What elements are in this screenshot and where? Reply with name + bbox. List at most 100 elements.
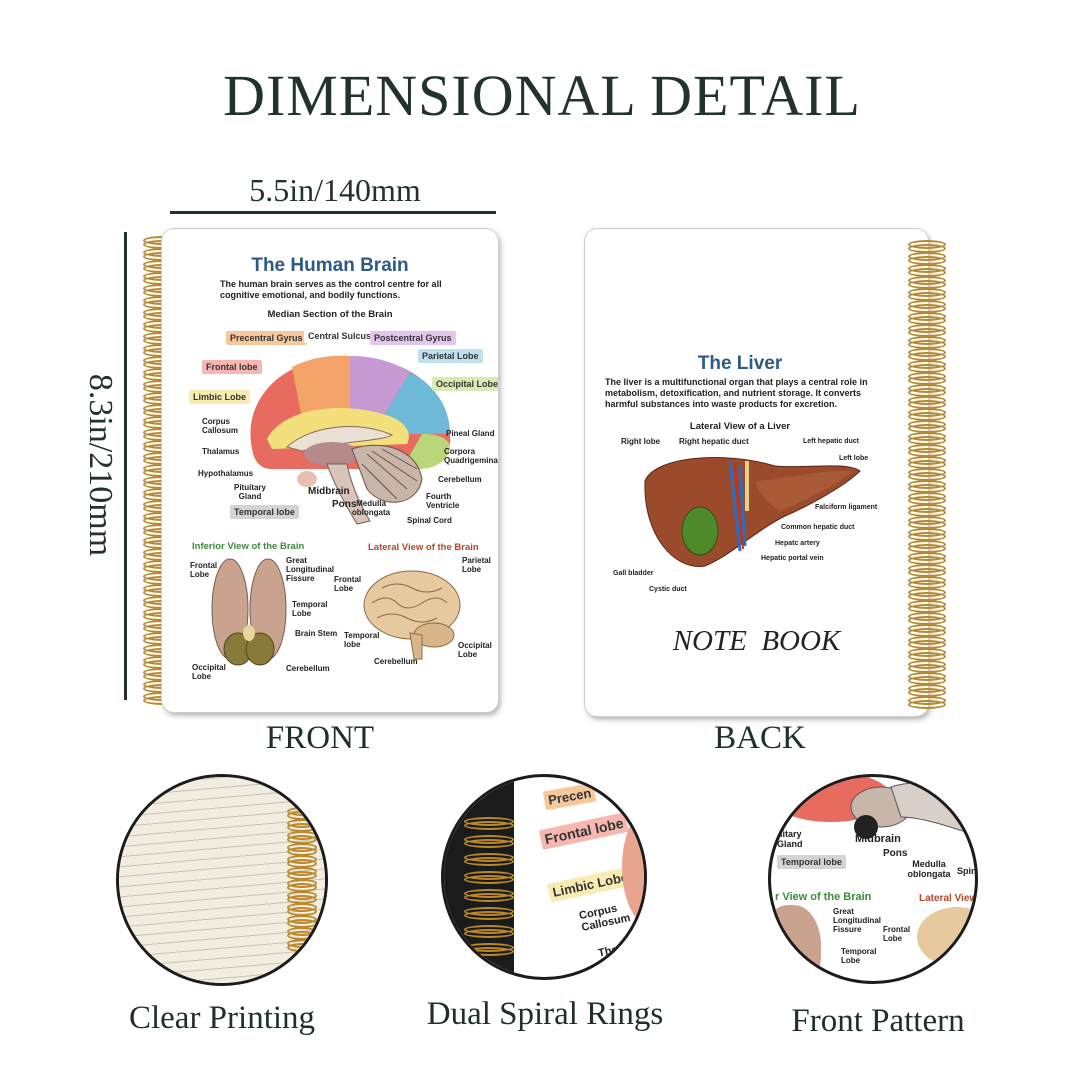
detail-inferior-title: r View of the Brain xyxy=(775,891,872,903)
label-pons: Pons xyxy=(332,499,357,510)
notebook-text: NOTE BOOK xyxy=(672,625,841,657)
tag-central-sulcus: Central Sulcus xyxy=(304,329,376,343)
liver-label-left-lobe: Left lobe xyxy=(839,455,869,462)
inferior-label-temporal-lobe: Temporal Lobe xyxy=(292,600,328,618)
inferior-view-title: Inferior View of the Brain xyxy=(192,541,305,552)
front-intro: The human brain serves as the control ce… xyxy=(220,279,442,300)
tag-occipital-lobe: Occipital Lobe xyxy=(432,377,498,391)
detail-caption-dual-spiral: Dual Spiral Rings xyxy=(426,996,664,1032)
inferior-label-fissure: Great Longitudinal Fissure xyxy=(286,556,334,583)
back-spiral-binding xyxy=(908,240,948,710)
lateral-label-temporal-lobe: Temporal lobe xyxy=(344,631,380,649)
liver-label-left-hepatic-duct: Left hepatic duct xyxy=(803,438,860,445)
back-caption: BACK xyxy=(714,720,806,756)
detail-tag-frontal-lobe: Frontal lobe xyxy=(538,812,630,850)
label-midbrain: Midbrain xyxy=(308,486,350,497)
label-hypothalamus: Hypothalamus xyxy=(198,469,254,478)
detail-tag-precentral: Precen xyxy=(542,782,597,811)
median-brain-illustration xyxy=(250,355,451,525)
spiral-ring xyxy=(464,839,514,848)
detail-label-spina: Spina xyxy=(957,866,977,876)
detail-label-medulla: Medulla oblongata xyxy=(907,859,951,879)
spiral-ring xyxy=(287,943,317,952)
label-corpus-callosum: Corpus Callosum xyxy=(202,417,239,435)
detail-caption-clear-printing: Clear Printing xyxy=(128,1000,316,1036)
detail-tag-limbic-lobe: Limbic Lobe xyxy=(546,866,634,903)
back-intro: The liver is a multifunctional organ tha… xyxy=(605,377,868,409)
liver-label-hepatic-artery: Hepatc artery xyxy=(775,540,820,547)
tag-frontal-lobe: Frontal lobe xyxy=(202,360,262,374)
spiral-ring xyxy=(464,893,514,902)
tag-postcentral-gyrus: Postcentral Gyrus xyxy=(370,331,456,345)
front-title: The Human Brain xyxy=(251,255,409,276)
detail-lateral-title: Lateral View o xyxy=(919,893,978,904)
inferior-label-occipital-lobe: Occipital Lobe xyxy=(192,663,226,681)
detail-inferior-brain-fragment xyxy=(771,905,821,981)
width-dimension-label: 5.5in/140mm xyxy=(249,172,421,208)
height-dimension-line xyxy=(124,232,127,700)
label-fourth-ventricle: Fourth Ventricle xyxy=(426,492,460,510)
lateral-label-frontal-lobe: Frontal Lobe xyxy=(334,575,362,593)
back-title: The Liver xyxy=(697,353,783,374)
detail-label-midbrain: Midbrain xyxy=(855,833,901,845)
inferior-label-cerebellum: Cerebellum xyxy=(286,664,330,673)
tag-temporal-lobe: Temporal lobe xyxy=(230,505,299,519)
detail-label-thalamus: Thalamu xyxy=(597,938,644,960)
detail-spiral-clear xyxy=(287,807,325,957)
spiral-ring xyxy=(464,875,514,884)
label-corpora-quadrigemina: Corpora Quadrigemina xyxy=(444,447,498,465)
label-medulla-oblongata: Medulla oblongata xyxy=(351,499,391,517)
inferior-brain-illustration xyxy=(211,558,287,666)
back-notebook-cover: The Liver The liver is a multifunctional… xyxy=(585,229,928,716)
spiral-ring xyxy=(464,821,514,830)
back-section-title: Lateral View of a Liver xyxy=(689,421,791,432)
inferior-label-frontal-lobe: Frontal Lobe xyxy=(190,561,218,579)
tag-precentral-gyrus: Precentral Gyrus xyxy=(226,331,307,345)
detail-label-pons: Pons xyxy=(883,848,908,859)
detail-brain-fragment xyxy=(622,807,644,927)
lateral-view-title: Lateral View of the Brain xyxy=(368,542,479,553)
lateral-label-parietal-lobe: Parietal Lobe xyxy=(462,556,491,574)
front-caption: FRONT xyxy=(265,720,375,756)
lateral-label-occipital-lobe: Occipital Lobe xyxy=(458,641,492,659)
liver-label-cystic-duct: Cystic duct xyxy=(649,586,687,593)
lateral-brain-illustration xyxy=(363,570,461,660)
liver-illustration xyxy=(644,457,861,567)
detail-label-pituitary: uitary Gland xyxy=(777,829,803,849)
liver-label-gall-bladder: Gall bladder xyxy=(613,570,654,577)
height-dimension-label: 8.3in/210mm xyxy=(82,373,119,557)
detail-label-fissure: Great Longitudinal Fissure xyxy=(833,907,881,934)
spiral-ring xyxy=(908,700,946,709)
inferior-label-brain-stem: Brain Stem xyxy=(295,629,338,638)
liver-label-falciform-ligament: Falciform ligament xyxy=(815,504,878,511)
page-title: DIMENSIONAL DETAIL xyxy=(223,63,861,128)
detail-label-temporal-lobe: Temporal Lobe xyxy=(841,947,877,965)
lateral-label-cerebellum: Cerebellum xyxy=(374,657,418,666)
tag-limbic-lobe: Limbic Lobe xyxy=(189,390,251,404)
liver-label-right-hepatic-duct: Right hepatic duct xyxy=(679,437,749,446)
spiral-ring xyxy=(464,947,514,956)
spiral-ring xyxy=(464,911,514,920)
liver-label-right-lobe: Right lobe xyxy=(621,437,661,446)
detail-dual-spiral-circle: Precen Frontal lobe Limbic Lobe Corpus C… xyxy=(441,774,647,980)
liver-label-hepatic-portal-vein: Hepatic portal vein xyxy=(761,555,824,562)
detail-tag-temporal: Temporal lobe xyxy=(777,855,846,869)
label-spinal-cord: Spinal Cord xyxy=(407,516,452,525)
detail-spiral-dual xyxy=(464,817,524,957)
label-pituitary-gland: Pituitary Gland xyxy=(233,483,266,501)
label-thalamus: Thalamus xyxy=(202,447,240,456)
liver-label-common-hepatic-duct: Common hepatic duct xyxy=(781,524,855,531)
tag-parietal-lobe: Parietal Lobe xyxy=(418,349,483,363)
spiral-ring xyxy=(464,857,514,866)
detail-label-frontal: Frontal Lobe xyxy=(883,925,911,943)
detail-lateral-brain-fragment xyxy=(917,907,975,967)
width-dimension-line xyxy=(170,211,496,214)
front-section-title: Median Section of the Brain xyxy=(267,309,393,320)
label-pineal-gland: Pineal Gland xyxy=(446,429,495,438)
label-cerebellum: Cerebellum xyxy=(438,475,482,484)
detail-clear-printing-circle xyxy=(116,774,328,986)
front-notebook-cover: The Human Brain The human brain serves a… xyxy=(162,229,498,712)
detail-front-pattern-circle: uitary Gland Midbrain Pons Medulla oblon… xyxy=(768,774,978,984)
spiral-ring xyxy=(464,929,514,938)
detail-label-corpus-callosum: Corpus Callosum xyxy=(578,902,632,934)
